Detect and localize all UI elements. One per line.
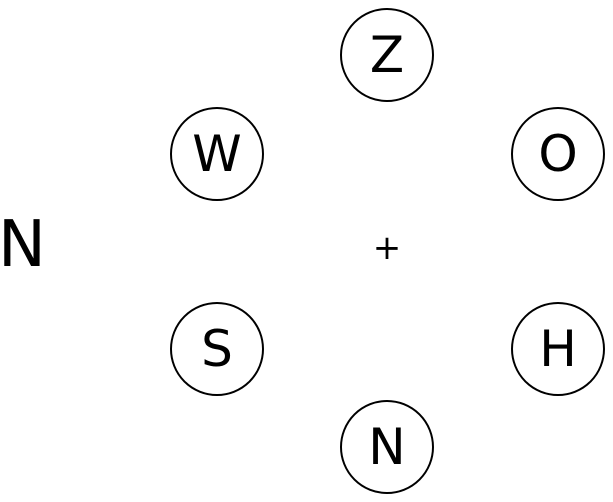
letter-circle-top: Z (340, 8, 434, 102)
letter-circle-lower-left: S (170, 302, 264, 396)
letter-bottom: N (368, 418, 406, 476)
letter-upper-right: O (538, 125, 578, 183)
center-plus-mark: + (372, 228, 402, 268)
letter-lower-right: H (539, 320, 577, 378)
letter-circle-bottom: N (340, 400, 434, 494)
letter-upper-left: W (192, 125, 242, 183)
letter-lower-left: S (201, 320, 233, 378)
letter-circle-upper-right: O (511, 107, 605, 201)
letter-circle-upper-left: W (170, 107, 264, 201)
letter-circle-lower-right: H (511, 302, 605, 396)
outer-letter: N (0, 208, 46, 282)
letter-top: Z (369, 26, 405, 84)
